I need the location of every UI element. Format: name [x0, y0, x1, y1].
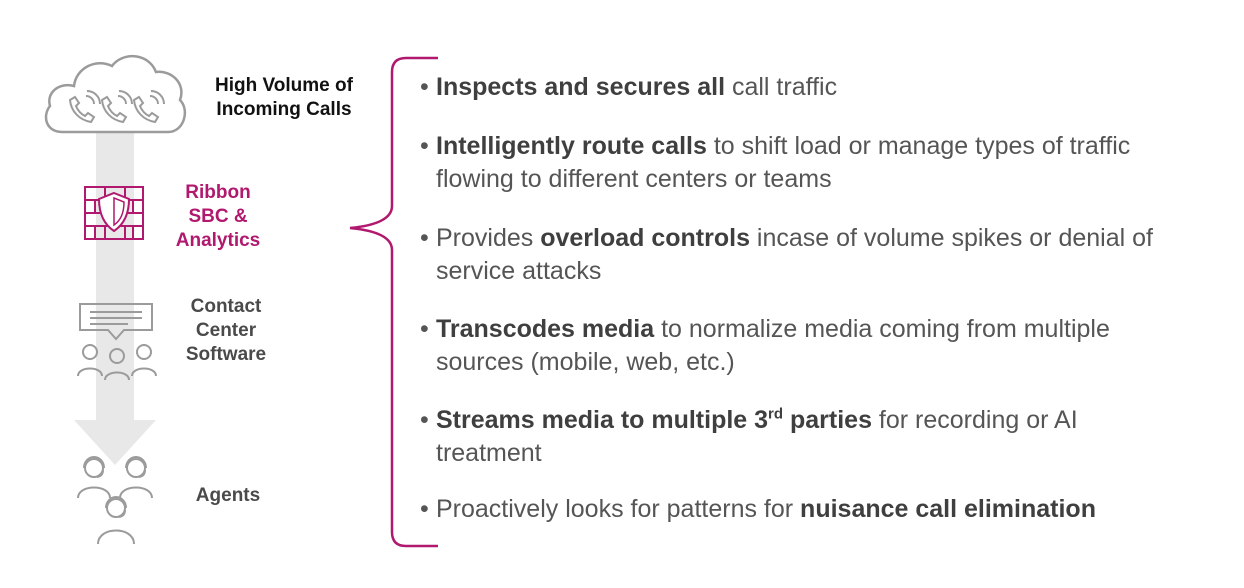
bullet-5-bold: Streams media to multiple 3	[436, 406, 769, 434]
bullet-4-text: to normalize media coming from multiple	[654, 315, 1110, 343]
cloud-label-line-2: Incoming Calls	[216, 99, 352, 120]
bullet-2-line-2: flowing to different centers or teams	[436, 165, 832, 193]
sbc-label-line-1: Ribbon	[185, 182, 251, 203]
bullet-1-text: call traffic	[725, 73, 838, 101]
bullet-2: •Intelligently route calls to shift load…	[420, 130, 1220, 196]
sbc-label-line-2: SBC &	[188, 206, 248, 227]
sbc-label: Ribbon SBC & Analytics	[162, 181, 274, 253]
agents-label: Agents	[195, 485, 261, 506]
software-label-line-1: Contact	[190, 296, 262, 317]
chat-monitor-icon	[79, 303, 153, 341]
bullet-4-bold: Transcodes media	[436, 315, 655, 343]
bullet-6: •Proactively looks for patterns for nuis…	[420, 495, 1096, 523]
bullet-3-pre: Provides	[436, 224, 541, 252]
bullet-1-bold: Inspects and secures all	[436, 73, 726, 101]
bullet-3-bold: overload controls	[540, 224, 750, 252]
software-label: Contact Center Software	[162, 295, 290, 367]
cloud-phone-icon	[44, 54, 187, 134]
group-people-icon	[77, 344, 157, 381]
bullet-2-text: to shift load or manage types of traffic	[706, 132, 1131, 160]
sbc-label-line-3: Analytics	[175, 230, 261, 251]
software-label-line-3: Software	[185, 344, 267, 365]
bullet-5-text: for recording or AI	[871, 406, 1078, 434]
bullet-6-pre: Proactively looks for patterns for	[436, 495, 801, 523]
software-label-line-2: Center	[195, 320, 257, 341]
bullet-1: •Inspects and secures all call traffic	[420, 73, 838, 101]
bullet-4: •Transcodes media to normalize media com…	[420, 313, 1220, 379]
bullet-5-sup: rd	[768, 405, 784, 423]
bullet-3-line-2: service attacks	[436, 257, 602, 285]
bullet-5-bold-2: parties	[783, 406, 872, 434]
down-arrow-icon	[74, 110, 156, 465]
curly-brace-icon	[349, 56, 438, 548]
bullet-3: •Provides overload controls incase of vo…	[420, 222, 1220, 288]
bullet-4-line-2: sources (mobile, web, etc.)	[436, 348, 735, 376]
cloud-label: High Volume of Incoming Calls	[198, 74, 370, 122]
firewall-shield-icon	[84, 186, 144, 240]
headset-agents-icon	[77, 456, 153, 545]
bullet-5-line-2: treatment	[436, 439, 542, 467]
bullet-6-bold: nuisance call elimination	[800, 495, 1096, 523]
bullet-2-bold: Intelligently route calls	[436, 132, 707, 160]
bullet-5: •Streams media to multiple 3rd parties f…	[420, 404, 1220, 470]
bullet-3-text: incase of volume spikes or denial of	[749, 224, 1153, 252]
cloud-label-line-1: High Volume of	[215, 75, 353, 96]
